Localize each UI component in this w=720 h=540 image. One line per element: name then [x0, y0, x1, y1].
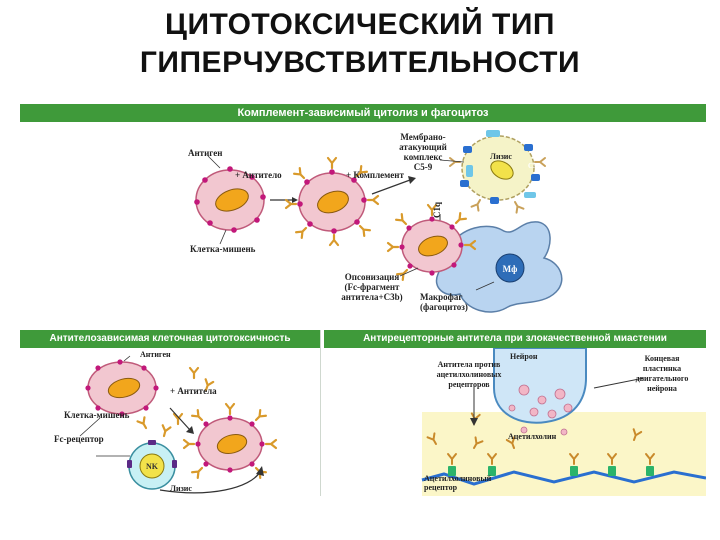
label-ach-receptor: Ацетилхолиновый рецептор [424, 474, 514, 492]
mf-label: Мф [503, 264, 518, 274]
panel-complement-header: Комплемент-зависимый цитолиз и фагоцитоз [20, 104, 706, 122]
label-end-plate-2: пластинка [642, 364, 682, 373]
panel-adcc-header: Антителозависимая клеточная цитотоксично… [20, 330, 320, 348]
adcc-label-lysis: Лизис [170, 484, 192, 493]
label-opson-3: антитела+C3b) [341, 292, 403, 302]
label-mac-3: комплекс [403, 152, 443, 162]
title-line-1: ЦИТОТОКСИЧЕСКИЙ ТИП [165, 8, 555, 41]
label-end-plate-4: нейрона [647, 384, 677, 393]
ach-vesicles [508, 384, 573, 436]
neuron-terminal [493, 348, 587, 424]
panel-adcc: Антителозависимая клеточная цитотоксично… [20, 330, 321, 496]
label-anti-receptor: Антитела против ацетилхолиновых рецептор… [424, 360, 514, 390]
lysed-cell [449, 130, 546, 214]
target-cell-1 [194, 166, 266, 233]
label-mac-2: атакующий [399, 142, 447, 152]
label-opson-1: Опсонизация [344, 272, 400, 282]
label-opson-2: (Fc-фрагмент [344, 282, 400, 292]
title-line-2: ГИПЕРЧУВСТВИТЕЛЬНОСТИ [139, 46, 581, 79]
label-c3: C3 [508, 126, 517, 134]
adcc-label-antigen: Антиген [140, 350, 171, 359]
label-ach-receptor-2: рецептор [424, 483, 458, 492]
panel-myasthenia: Антирецепторные антитела при злокачестве… [324, 330, 706, 496]
nk-label: NK [146, 462, 159, 471]
adcc-label-fc-receptor: Fc-рецептор [54, 434, 104, 444]
label-end-plate-3: двигательного [635, 374, 689, 383]
target-cell-2 [284, 156, 380, 247]
label-mac-1: Мембрано- [400, 132, 446, 142]
label-end-plate: Концевая пластинка двигательного нейрона [622, 354, 702, 394]
label-plus-complement: + Комплемент [346, 170, 404, 180]
complement-diagram: Мф [194, 130, 563, 313]
label-lysis-top: Лизис [490, 152, 512, 161]
label-end-plate-1: Концевая [644, 354, 680, 363]
label-neuron: Нейрон [510, 352, 538, 361]
label-macrophage-2: (фагоцитоз) [420, 302, 468, 312]
label-macrophage: Макрофаг (фагоцитоз) [420, 292, 490, 312]
label-anti-receptor-3: рецепторов [448, 380, 490, 389]
opsonized-cell [386, 203, 477, 281]
panel-myasthenia-header: Антирецепторные антитела при злокачестве… [324, 330, 706, 348]
label-plus-antibody: + Антитело [235, 170, 282, 180]
label-target-cell: Клетка-мишень [190, 244, 256, 254]
myasthenia-diagram [421, 348, 706, 496]
label-mac-4: C5-9 [413, 162, 433, 172]
label-c5: C5 [528, 162, 537, 170]
slide-title: ЦИТОТОКСИЧЕСКИЙ ТИП ГИПЕРЧУВСТВИТЕЛЬНОСТ… [0, 0, 720, 96]
nk-cell: NK [127, 440, 177, 490]
label-macrophage-1: Макрофаг [420, 292, 463, 302]
panel-complement: Комплемент-зависимый цитолиз и фагоцитоз [20, 104, 706, 326]
adcc-diagram: NK [79, 355, 278, 494]
adcc-target-cell-1 [85, 359, 159, 417]
label-anti-receptor-2: ацетилхолиновых [436, 370, 502, 379]
adcc-label-target-cell: Клетка-мишень [64, 410, 130, 420]
label-acetylcholine: Ацетилхолин [508, 432, 557, 441]
label-ach-receptor-1: Ацетилхолиновый [424, 474, 492, 483]
label-anti-receptor-1: Антитела против [437, 360, 501, 369]
adcc-target-cell-2 [182, 402, 278, 479]
adcc-label-plus-antibody: + Антитела [170, 386, 217, 396]
label-mac: Мембрано- атакующий комплекс C5-9 [388, 132, 458, 172]
label-antigen: Антиген [188, 148, 223, 158]
label-opsonization: Опсонизация (Fc-фрагмент антитела+C3b) [330, 272, 414, 302]
label-c1q: C1q [432, 202, 442, 219]
